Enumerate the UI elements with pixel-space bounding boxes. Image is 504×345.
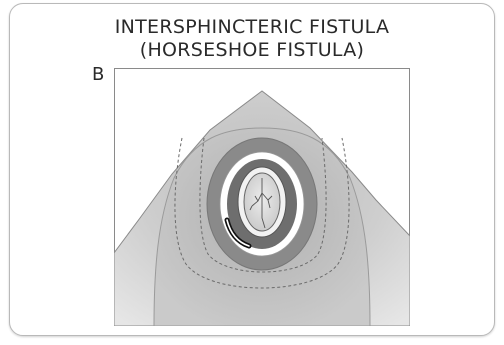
figure-subtitle: (HORSESHOE FISTULA) [0,39,504,61]
panel-label: B [92,64,104,85]
anal-canal-diagram [114,68,410,326]
figure-title: INTERSPHINCTERIC FISTULA [0,16,504,38]
